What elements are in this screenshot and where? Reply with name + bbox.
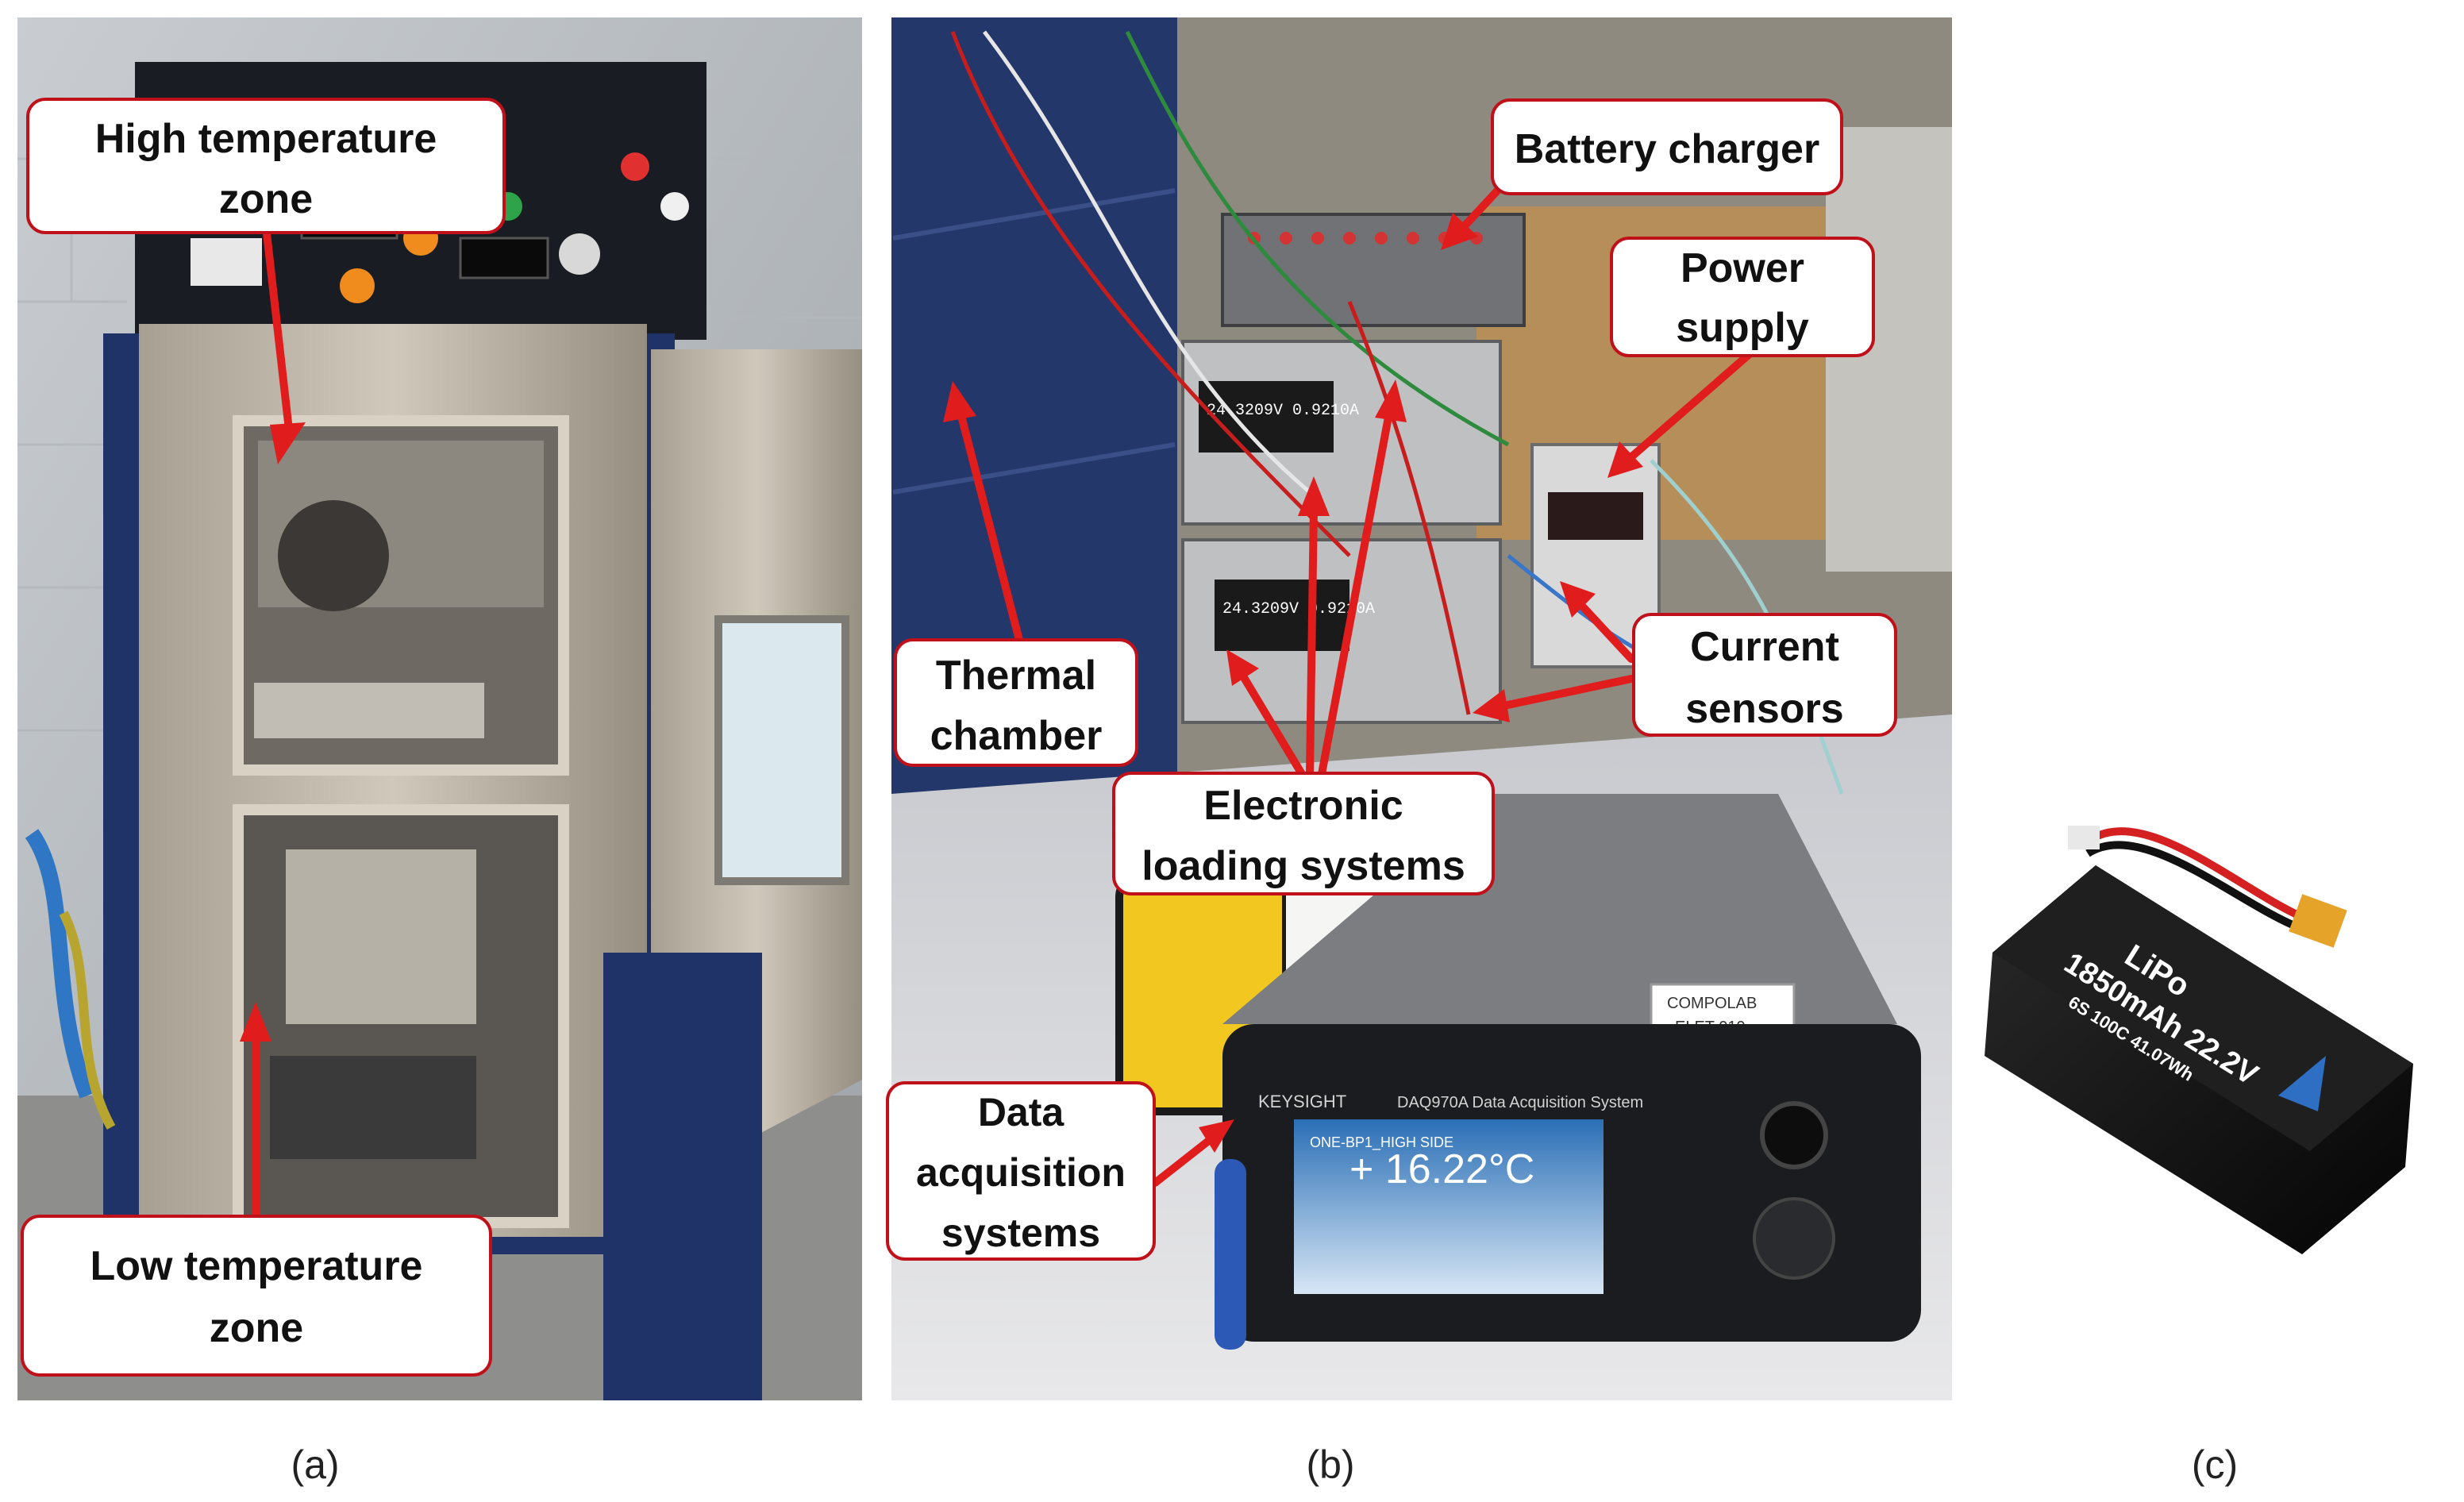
callout-low-line1: Low temperature [90, 1243, 423, 1289]
callout-high-line1: High temperature [95, 116, 437, 162]
callout-high-line2: zone [219, 176, 313, 222]
compolab-tag-text: COMPOLAB [1667, 995, 1757, 1012]
callout-power-line1: Power [1681, 245, 1804, 291]
callout-electronic-loading-systems: Electronic loading systems [1112, 772, 1495, 895]
door-window [714, 615, 849, 885]
callout-current-line2: sensors [1685, 686, 1843, 732]
battery-lead-black [2085, 841, 2304, 933]
xt-connector [2289, 894, 2347, 948]
lipo-logo-icon [2278, 1056, 2326, 1111]
daq-reading: + 16.22°C [1349, 1146, 1534, 1192]
daq-nav-pad [1753, 1197, 1835, 1280]
load-1-reading: 24.3209V 0.9210A [1207, 402, 1359, 420]
callout-electronic-line2: loading systems [1142, 843, 1465, 889]
arrow-thermal-chamber [957, 409, 1024, 647]
callout-electronic-line1: Electronic [1203, 783, 1403, 829]
load-2-reading: 24.3209V 0.9210A [1222, 600, 1375, 618]
battery-charger-unit [1221, 213, 1526, 327]
panel-c-battery: LiPo 1850mAh 22.2V 6S 100C 41.07Wh [1985, 826, 2413, 1254]
arrow-electronic-1 [1238, 671, 1306, 778]
callout-high-temperature-zone: High temperature zone [26, 98, 506, 234]
daq-knob [1760, 1101, 1828, 1169]
daq-usb-stick [1215, 1159, 1246, 1350]
arrow-electronic-3 [1318, 409, 1393, 778]
callout-low-temperature-zone: Low temperature zone [21, 1215, 492, 1377]
daq-screen [1294, 1119, 1604, 1294]
upper-tray [254, 683, 484, 738]
arrow-data-acquisition [1151, 1135, 1215, 1187]
arrow-current-2 [1496, 675, 1635, 711]
panel-label-c: (c) [2192, 1442, 2238, 1487]
arrow-current-1 [1576, 599, 1635, 663]
callout-daq-line1: Data [978, 1090, 1065, 1134]
callout-thermal-line1: Thermal [936, 653, 1096, 699]
blue-hose [25, 829, 95, 1099]
electronic-load-2-display [1215, 580, 1349, 651]
fan [278, 500, 389, 611]
callout-thermal-line2: chamber [930, 713, 1103, 759]
arrow-power-supply [1623, 349, 1754, 464]
callout-thermal-chamber: Thermal chamber [894, 638, 1138, 767]
daq-channel: ONE-BP1_HIGH SIDE [1310, 1134, 1453, 1151]
electronic-load-1-display [1199, 381, 1334, 453]
arrow-high-zone [262, 222, 294, 441]
callout-current-sensors: Current sensors [1632, 613, 1897, 737]
side-panel [603, 953, 762, 1400]
daq-model: DAQ970A Data Acquisition System [1397, 1094, 1643, 1111]
panel-label-a: (a) [291, 1442, 339, 1487]
callout-daq-line3: systems [941, 1211, 1100, 1255]
callout-current-line1: Current [1690, 624, 1839, 670]
callout-low-line2: zone [210, 1305, 303, 1351]
callout-battery-charger-line1: Battery charger [1515, 126, 1819, 172]
callout-data-acquisition-systems: Data acquisition systems [886, 1081, 1156, 1261]
callout-daq-line2: acquisition [916, 1150, 1126, 1195]
balance-connector [2068, 826, 2100, 849]
arrows [240, 171, 1754, 1223]
daq-top [1222, 794, 1897, 1024]
arrow-electronic-2 [1306, 504, 1318, 778]
panel-label-b: (b) [1306, 1442, 1354, 1487]
power-supply-display [1548, 492, 1643, 540]
daq-brand: KEYSIGHT [1258, 1092, 1346, 1111]
lower-zone-cooler [270, 1056, 476, 1159]
callout-power-line2: supply [1676, 305, 1809, 351]
lower-zone-rack [286, 849, 476, 1024]
battery-lead-red [2085, 827, 2304, 921]
callout-power-supply: Power supply [1610, 237, 1875, 357]
yellow-cable [59, 911, 116, 1130]
callout-battery-charger: Battery charger [1491, 98, 1843, 195]
panel-b-photo: 24.3209V 0.9210A 24.3209V 0.9210A COMPOL… [891, 17, 1952, 1400]
